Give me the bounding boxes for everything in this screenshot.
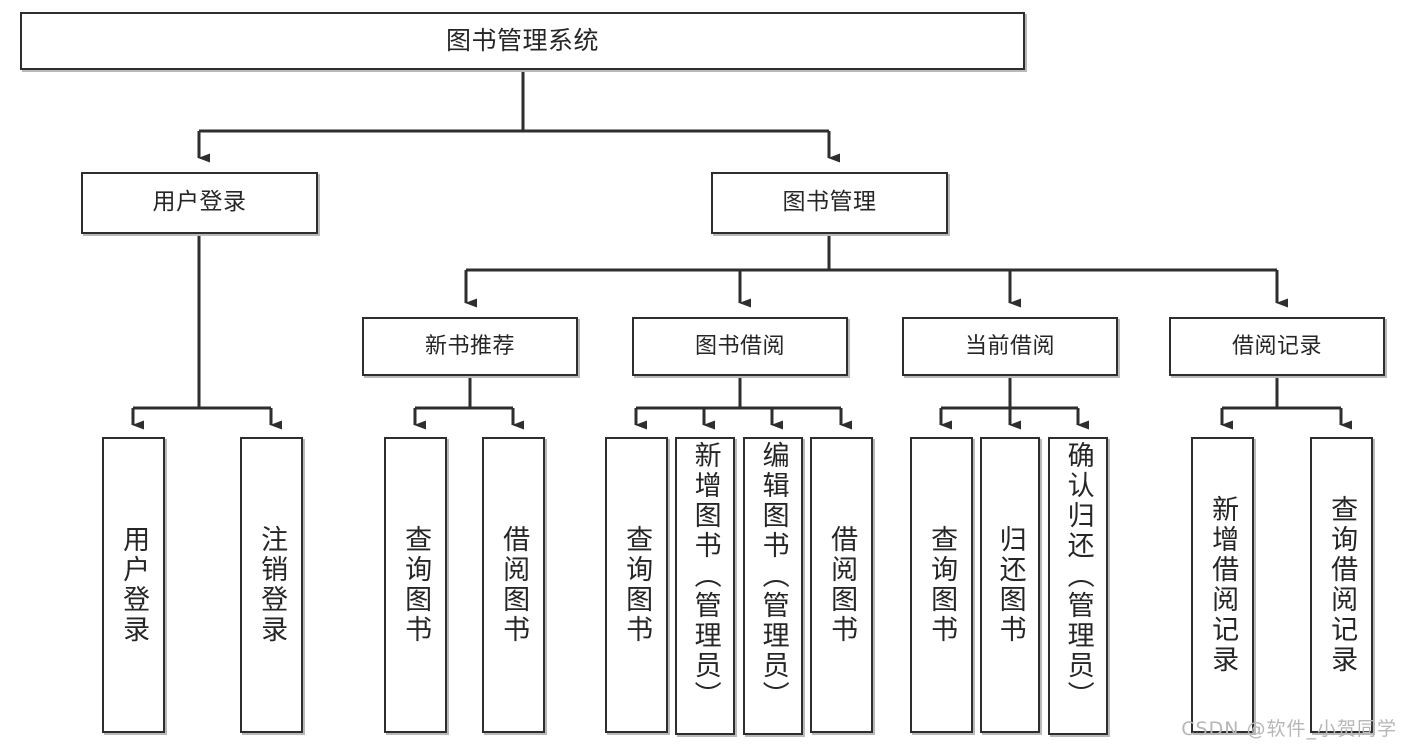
leaf-query-book-recommend-label: 查询图书	[400, 525, 432, 645]
leaf-query-borrow-record[interactable]: 查询借阅记录	[1310, 437, 1373, 733]
node-current-borrow-label: 当前借阅	[964, 333, 1055, 359]
node-root-label: 图书管理系统	[445, 26, 599, 56]
leaf-query-book-current[interactable]: 查询图书	[910, 437, 973, 733]
node-current-borrow[interactable]: 当前借阅	[902, 317, 1118, 376]
leaf-edit-book-admin[interactable]: 编辑图书（管理员）	[743, 437, 803, 735]
leaf-edit-book-admin-label: 编辑图书（管理员）	[757, 441, 789, 711]
leaf-return-book-label: 归还图书	[994, 525, 1026, 645]
node-user-login[interactable]: 用户登录	[81, 172, 318, 234]
node-borrow-record[interactable]: 借阅记录	[1169, 317, 1385, 376]
leaf-confirm-return-admin[interactable]: 确认归还（管理员）	[1048, 437, 1108, 735]
node-book-borrow[interactable]: 图书借阅	[632, 317, 848, 376]
leaf-return-book[interactable]: 归还图书	[980, 437, 1040, 733]
leaf-add-borrow-record-label: 新增借阅记录	[1207, 495, 1239, 675]
node-borrow-record-label: 借阅记录	[1231, 333, 1322, 359]
leaf-user-login-label: 用户登录	[118, 525, 150, 645]
leaf-query-book-recommend[interactable]: 查询图书	[384, 437, 447, 733]
leaf-add-book-admin[interactable]: 新增图书（管理员）	[675, 437, 735, 735]
node-book-management-label: 图书管理	[782, 189, 877, 216]
leaf-add-borrow-record[interactable]: 新增借阅记录	[1191, 437, 1254, 733]
node-new-book-recommend-label: 新书推荐	[424, 333, 515, 359]
node-user-login-label: 用户登录	[152, 189, 247, 216]
csdn-watermark: CSDN @软件_小贺同学	[1181, 718, 1397, 740]
leaf-query-borrow-record-label: 查询借阅记录	[1326, 495, 1358, 675]
leaf-borrow-book[interactable]: 借阅图书	[810, 437, 873, 733]
leaf-query-book-borrow-label: 查询图书	[621, 525, 653, 645]
leaf-query-book-borrow[interactable]: 查询图书	[605, 437, 668, 733]
leaf-borrow-book-recommend-label: 借阅图书	[498, 525, 530, 645]
leaf-logout[interactable]: 注销登录	[240, 437, 303, 733]
leaf-user-login[interactable]: 用户登录	[102, 437, 165, 733]
leaf-borrow-book-recommend[interactable]: 借阅图书	[482, 437, 545, 733]
leaf-query-book-current-label: 查询图书	[926, 525, 958, 645]
node-book-management[interactable]: 图书管理	[711, 172, 948, 234]
node-new-book-recommend[interactable]: 新书推荐	[362, 317, 578, 376]
leaf-logout-label: 注销登录	[256, 525, 288, 645]
leaf-add-book-admin-label: 新增图书（管理员）	[689, 441, 721, 711]
node-book-borrow-label: 图书借阅	[694, 333, 785, 359]
leaf-confirm-return-admin-label: 确认归还（管理员）	[1062, 441, 1094, 711]
node-root[interactable]: 图书管理系统	[20, 12, 1025, 70]
leaf-borrow-book-label: 借阅图书	[826, 525, 858, 645]
